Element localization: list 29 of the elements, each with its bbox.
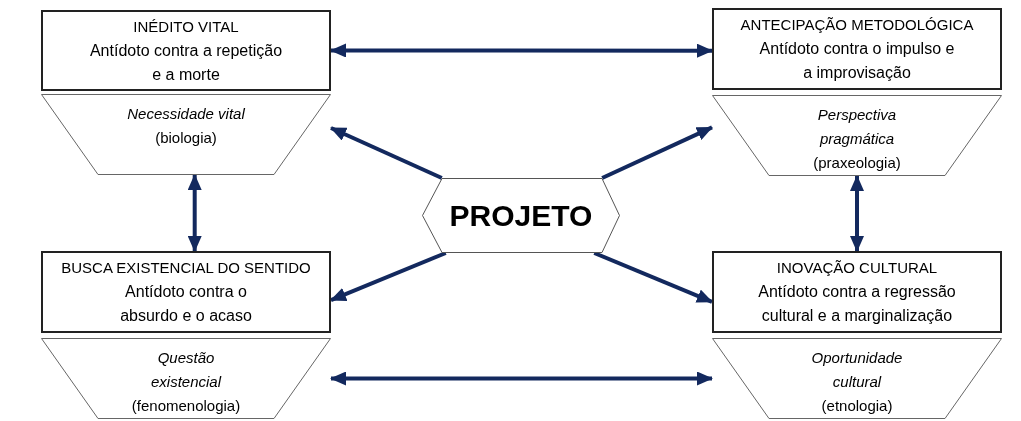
- trapezoid-heading: Perspectiva pragmática: [816, 105, 898, 149]
- center-label: PROJETO: [449, 200, 593, 231]
- box-text: Antídoto contra a regressão cultural e a marginalização: [757, 282, 957, 326]
- arrow: [330, 126, 443, 180]
- concept-box: [712, 251, 1002, 333]
- trapezoid-heading: Questão existencial: [149, 348, 223, 392]
- box-text: Antídoto contra a repetição e a morte: [88, 40, 284, 85]
- box-heading: BUSCA EXISTENCIAL DO SENTIDO: [61, 258, 311, 278]
- trapezoid-heading: Oportunidade cultural: [810, 348, 904, 392]
- box-heading: INÉDITO VITAL: [133, 16, 239, 37]
- box-heading: ANTECIPAÇÃO METODOLÓGICA: [740, 15, 974, 35]
- box-text: Antídoto contra o impulso e a improvisação: [759, 39, 955, 83]
- box-heading: INOVAÇÃO CULTURAL: [776, 258, 938, 278]
- arrow: [593, 251, 713, 304]
- arrow: [330, 371, 713, 386]
- arrow: [330, 43, 713, 58]
- trapezoid-text: (etnologia): [821, 396, 893, 416]
- arrow: [850, 175, 864, 252]
- arrow: [330, 251, 447, 303]
- trapezoid-text: (biologia): [155, 128, 217, 148]
- concept-box: [41, 10, 331, 91]
- box-text: Antídoto contra o absurdo e o acaso: [119, 282, 253, 326]
- trapezoid-text: (fenomenologia): [131, 396, 241, 416]
- arrow: [187, 174, 202, 252]
- concept-box: [712, 8, 1002, 90]
- concept-box: [41, 251, 331, 333]
- arrow: [601, 125, 713, 180]
- trapezoid-text: (praxeologia): [813, 153, 901, 173]
- trapezoid-heading: Necessidade vital: [127, 104, 245, 124]
